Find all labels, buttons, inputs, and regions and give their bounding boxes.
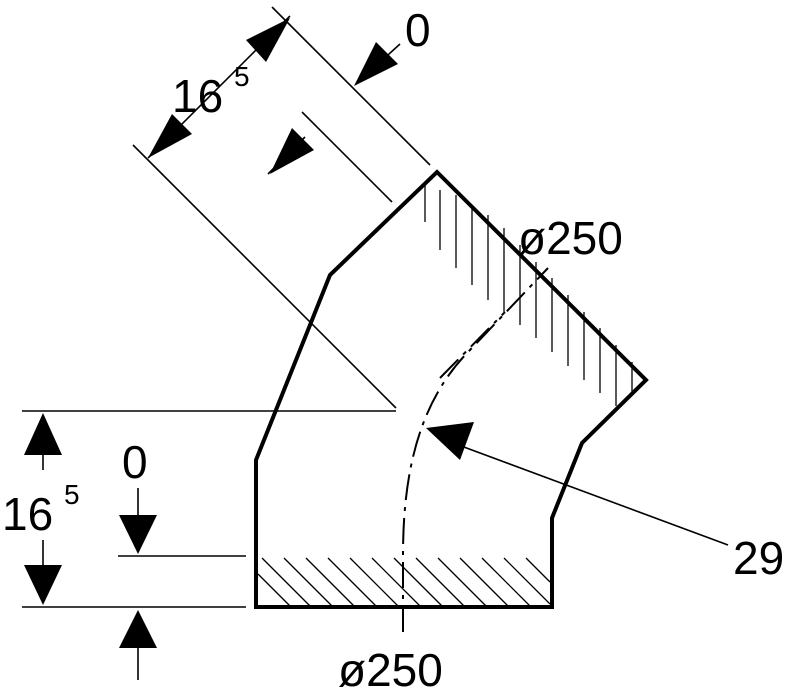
top-offset-arrow bbox=[354, 42, 398, 86]
top-offset-label: 0 bbox=[405, 4, 431, 56]
top-socket-hatching bbox=[424, 185, 633, 406]
left-offset-label: 0 bbox=[122, 436, 148, 488]
top-depth-label: 16 bbox=[172, 70, 223, 122]
left-depth-arrow-down bbox=[24, 565, 62, 605]
top-depth-arrow-lower bbox=[148, 114, 192, 158]
angle-callout-label: 29 bbox=[733, 532, 784, 584]
bend-centerline bbox=[402, 267, 549, 632]
bottom-socket-hatching bbox=[257, 557, 551, 607]
top-diameter-label: ø250 bbox=[518, 212, 623, 264]
bend-inner-dashes bbox=[439, 311, 506, 379]
left-depth-sup: 5 bbox=[64, 479, 80, 510]
left-depth-label: 16 bbox=[2, 488, 53, 540]
angle-leader-arrow bbox=[426, 422, 474, 460]
left-dimension-lines bbox=[22, 410, 396, 680]
left-offset-arrow-up bbox=[119, 610, 157, 648]
left-depth-arrow-up bbox=[24, 413, 62, 455]
left-offset-arrow-down bbox=[119, 515, 157, 554]
angle-leader-line bbox=[444, 439, 729, 546]
top-depth-sup: 5 bbox=[234, 61, 250, 92]
bottom-diameter-label: ø250 bbox=[338, 644, 443, 694]
top-depth-arrow-upper bbox=[246, 18, 290, 62]
top-socket-arrow bbox=[270, 128, 314, 174]
pipe-bend-outline bbox=[254, 169, 649, 609]
